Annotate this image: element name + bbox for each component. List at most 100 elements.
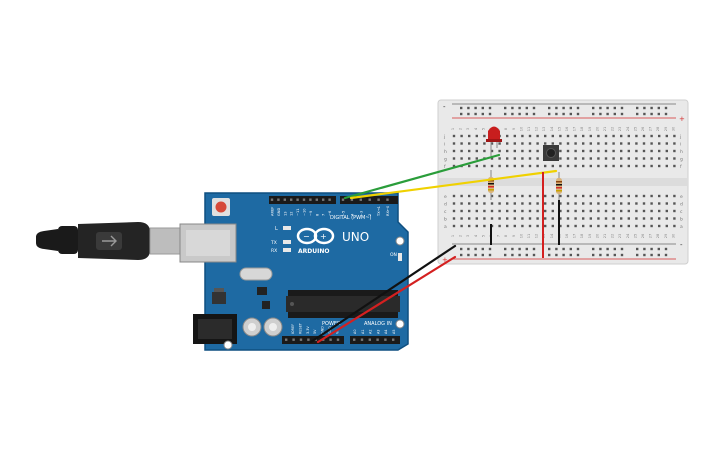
rail-hole[interactable] [569,106,572,110]
header-pin[interactable] [359,198,362,201]
breadboard-hole[interactable] [673,164,676,168]
breadboard-hole[interactable] [620,202,623,205]
breadboard-hole[interactable] [658,149,661,153]
breadboard-hole[interactable] [460,134,463,138]
rail-hole[interactable] [474,112,477,116]
analog-pin[interactable] [384,338,387,341]
breadboard-hole[interactable] [460,149,463,153]
rail-hole[interactable] [613,253,616,257]
breadboard-hole[interactable] [528,149,532,153]
breadboard-hole[interactable] [604,157,608,160]
breadboard-hole[interactable] [551,209,554,213]
rail-hole[interactable] [467,253,470,257]
breadboard-hole[interactable] [513,194,516,198]
breadboard-hole[interactable] [544,202,547,205]
breadboard-hole[interactable] [612,149,615,153]
breadboard-hole[interactable] [544,209,547,213]
yellow-wire[interactable] [349,169,558,200]
breadboard-hole[interactable] [635,194,638,198]
rail-hole[interactable] [488,253,492,257]
breadboard-hole[interactable] [665,194,668,198]
breadboard-hole[interactable] [475,224,478,228]
breadboard-hole[interactable] [566,194,570,198]
breadboard-hole[interactable] [673,224,676,228]
breadboard-hole[interactable] [566,134,570,138]
breadboard-hole[interactable] [566,209,570,213]
breadboard-hole[interactable] [483,142,486,145]
resistor-2[interactable] [556,172,562,202]
breadboard-hole[interactable] [642,224,646,228]
breadboard-hole[interactable] [551,217,554,220]
breadboard-hole[interactable] [513,202,516,205]
breadboard-hole[interactable] [460,217,463,220]
rail-hole[interactable] [474,106,477,110]
breadboard-hole[interactable] [604,194,608,198]
breadboard-hole[interactable] [513,134,516,138]
breadboard-hole[interactable] [574,149,577,153]
breadboard-hole[interactable] [521,224,524,228]
power-pin[interactable] [292,338,295,341]
breadboard-hole[interactable] [604,202,608,205]
rail-hole[interactable] [504,247,507,251]
breadboard-hole[interactable] [452,157,456,160]
rail-hole[interactable] [460,253,463,257]
rail-hole[interactable] [599,112,602,116]
breadboard-hole[interactable] [597,224,600,228]
rail-hole[interactable] [562,253,565,257]
breadboard-hole[interactable] [475,149,478,153]
breadboard-hole[interactable] [490,164,494,168]
breadboard-hole[interactable] [452,217,456,220]
rail-hole[interactable] [620,247,624,251]
breadboard-hole[interactable] [513,157,516,160]
breadboard-hole[interactable] [521,164,524,168]
breadboard-hole[interactable] [528,157,532,160]
breadboard-hole[interactable] [604,149,608,153]
breadboard-hole[interactable] [635,217,638,220]
breadboard-hole[interactable] [559,217,562,220]
breadboard-hole[interactable] [582,194,585,198]
rail-hole[interactable] [562,106,565,110]
rail-hole[interactable] [460,106,463,110]
breadboard-hole[interactable] [582,217,585,220]
breadboard-hole[interactable] [513,217,516,220]
rail-hole[interactable] [511,112,514,116]
rail-hole[interactable] [474,253,477,257]
breadboard-hole[interactable] [513,142,516,145]
breadboard-hole[interactable] [452,194,456,198]
breadboard-hole[interactable] [468,217,471,220]
rail-hole[interactable] [562,112,565,116]
analog-pin[interactable] [353,338,356,341]
breadboard-hole[interactable] [650,209,653,213]
rail-hole[interactable] [657,247,660,251]
breadboard-hole[interactable] [612,164,615,168]
breadboard-hole[interactable] [589,149,592,153]
led-icon[interactable] [486,126,502,157]
breadboard-hole[interactable] [627,164,630,168]
rail-hole[interactable] [592,112,595,116]
power-pin[interactable] [285,338,288,341]
breadboard-hole[interactable] [620,194,623,198]
rail-hole[interactable] [532,106,536,110]
breadboard-hole[interactable] [642,134,646,138]
rail-hole[interactable] [664,106,668,110]
breadboard-hole[interactable] [528,134,532,138]
breadboard-hole[interactable] [460,194,463,198]
breadboard-hole[interactable] [642,202,646,205]
breadboard-hole[interactable] [574,134,577,138]
breadboard-hole[interactable] [612,202,615,205]
rail-hole[interactable] [636,106,639,110]
breadboard-hole[interactable] [559,202,562,205]
analog-pin[interactable] [392,338,395,341]
rail-hole[interactable] [650,253,653,257]
breadboard-hole[interactable] [665,134,668,138]
rail-hole[interactable] [613,106,616,110]
breadboard-hole[interactable] [559,224,562,228]
rail-hole[interactable] [548,106,551,110]
rail-hole[interactable] [467,112,470,116]
breadboard-hole[interactable] [544,142,547,145]
rail-hole[interactable] [620,253,624,257]
breadboard-hole[interactable] [513,164,516,168]
breadboard-hole[interactable] [673,149,676,153]
rail-hole[interactable] [576,106,580,110]
rail-hole[interactable] [504,106,507,110]
